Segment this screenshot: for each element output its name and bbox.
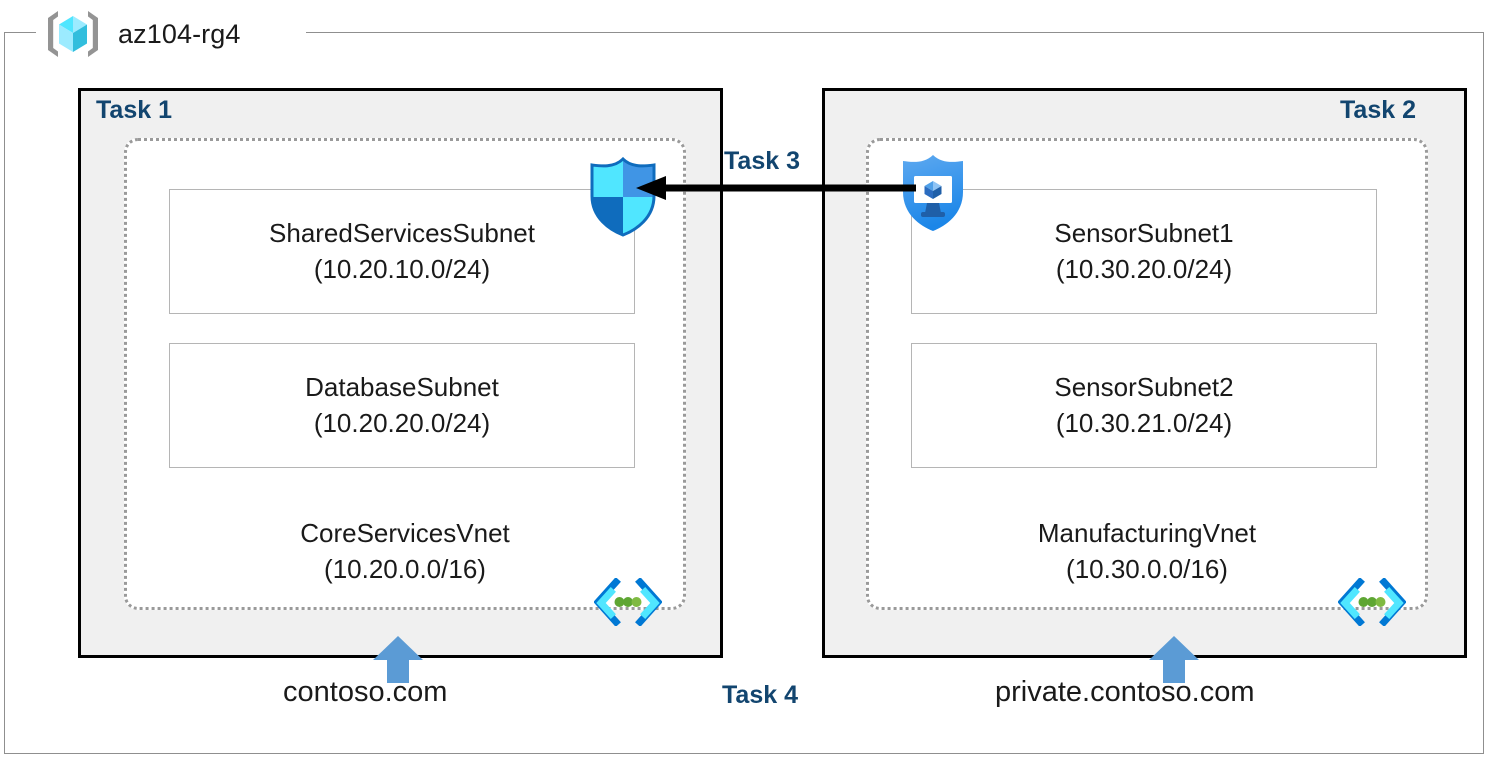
task-2-label: Task 2: [1340, 96, 1416, 124]
vnet-cidr: (10.30.0.0/16): [1066, 553, 1228, 584]
resource-group-icon: [48, 11, 98, 57]
bastion-host-icon: [903, 155, 963, 231]
subnet-cidr: (10.30.21.0/24): [1055, 407, 1233, 438]
subnet-database: DatabaseSubnet (10.20.20.0/24): [169, 343, 635, 468]
subnet-name: SensorSubnet2: [1054, 372, 1234, 403]
vnet-caption: CoreServicesVnet (10.20.0.0/16): [127, 516, 683, 588]
dns-link-arrow-icon: [1149, 636, 1199, 683]
dns-zone-label-private-contoso: private.contoso.com: [995, 676, 1255, 708]
subnet-shared-services: SharedServicesSubnet (10.20.10.0/24): [169, 189, 635, 314]
resource-group-name: az104-rg4: [116, 18, 249, 50]
vnet-name: CoreServicesVnet: [300, 518, 510, 548]
vnet-core-services: SharedServicesSubnet (10.20.10.0/24) Dat…: [124, 138, 686, 610]
vnet-cidr: (10.20.0.0/16): [324, 553, 486, 584]
nsg-shield-icon-wrapper: [584, 156, 662, 238]
vnet-icon-core-services: [593, 577, 663, 627]
task-4-label: Task 4: [722, 681, 798, 709]
subnet-sensor-2: SensorSubnet2 (10.30.21.0/24): [911, 343, 1377, 468]
task-1-label: Task 1: [96, 96, 172, 124]
subnet-cidr: (10.20.20.0/24): [313, 407, 491, 438]
vnet-name: ManufacturingVnet: [1037, 518, 1257, 548]
vnet-icon-manufacturing: [1337, 577, 1407, 627]
vnet-caption: ManufacturingVnet (10.30.0.0/16): [869, 516, 1425, 588]
peering-arrow-icon: [636, 176, 916, 200]
dns-link-arrow-icon: [373, 636, 423, 683]
subnet-name: SharedServicesSubnet: [269, 218, 535, 249]
resource-group-container: [4, 32, 1484, 754]
subnet-cidr: (10.30.20.0/24): [1055, 253, 1233, 284]
bastion-shield-icon-wrapper: [896, 152, 970, 234]
dns-zone-label-contoso: contoso.com: [283, 676, 448, 708]
virtual-network-icon: [1337, 577, 1407, 627]
subnet-name: DatabaseSubnet: [305, 372, 499, 403]
subnet-cidr: (10.20.10.0/24): [313, 253, 491, 284]
task-gap-spacer: [724, 88, 821, 658]
vnet-manufacturing: SensorSubnet1 (10.30.20.0/24) SensorSubn…: [866, 138, 1428, 610]
subnet-sensor-1: SensorSubnet1 (10.30.20.0/24): [911, 189, 1377, 314]
virtual-network-icon: [593, 577, 663, 627]
subnet-name: SensorSubnet1: [1054, 218, 1234, 249]
task-3-label: Task 3: [724, 147, 800, 175]
resource-group-header: az104-rg4: [44, 6, 249, 62]
network-security-group-icon: [590, 156, 656, 237]
